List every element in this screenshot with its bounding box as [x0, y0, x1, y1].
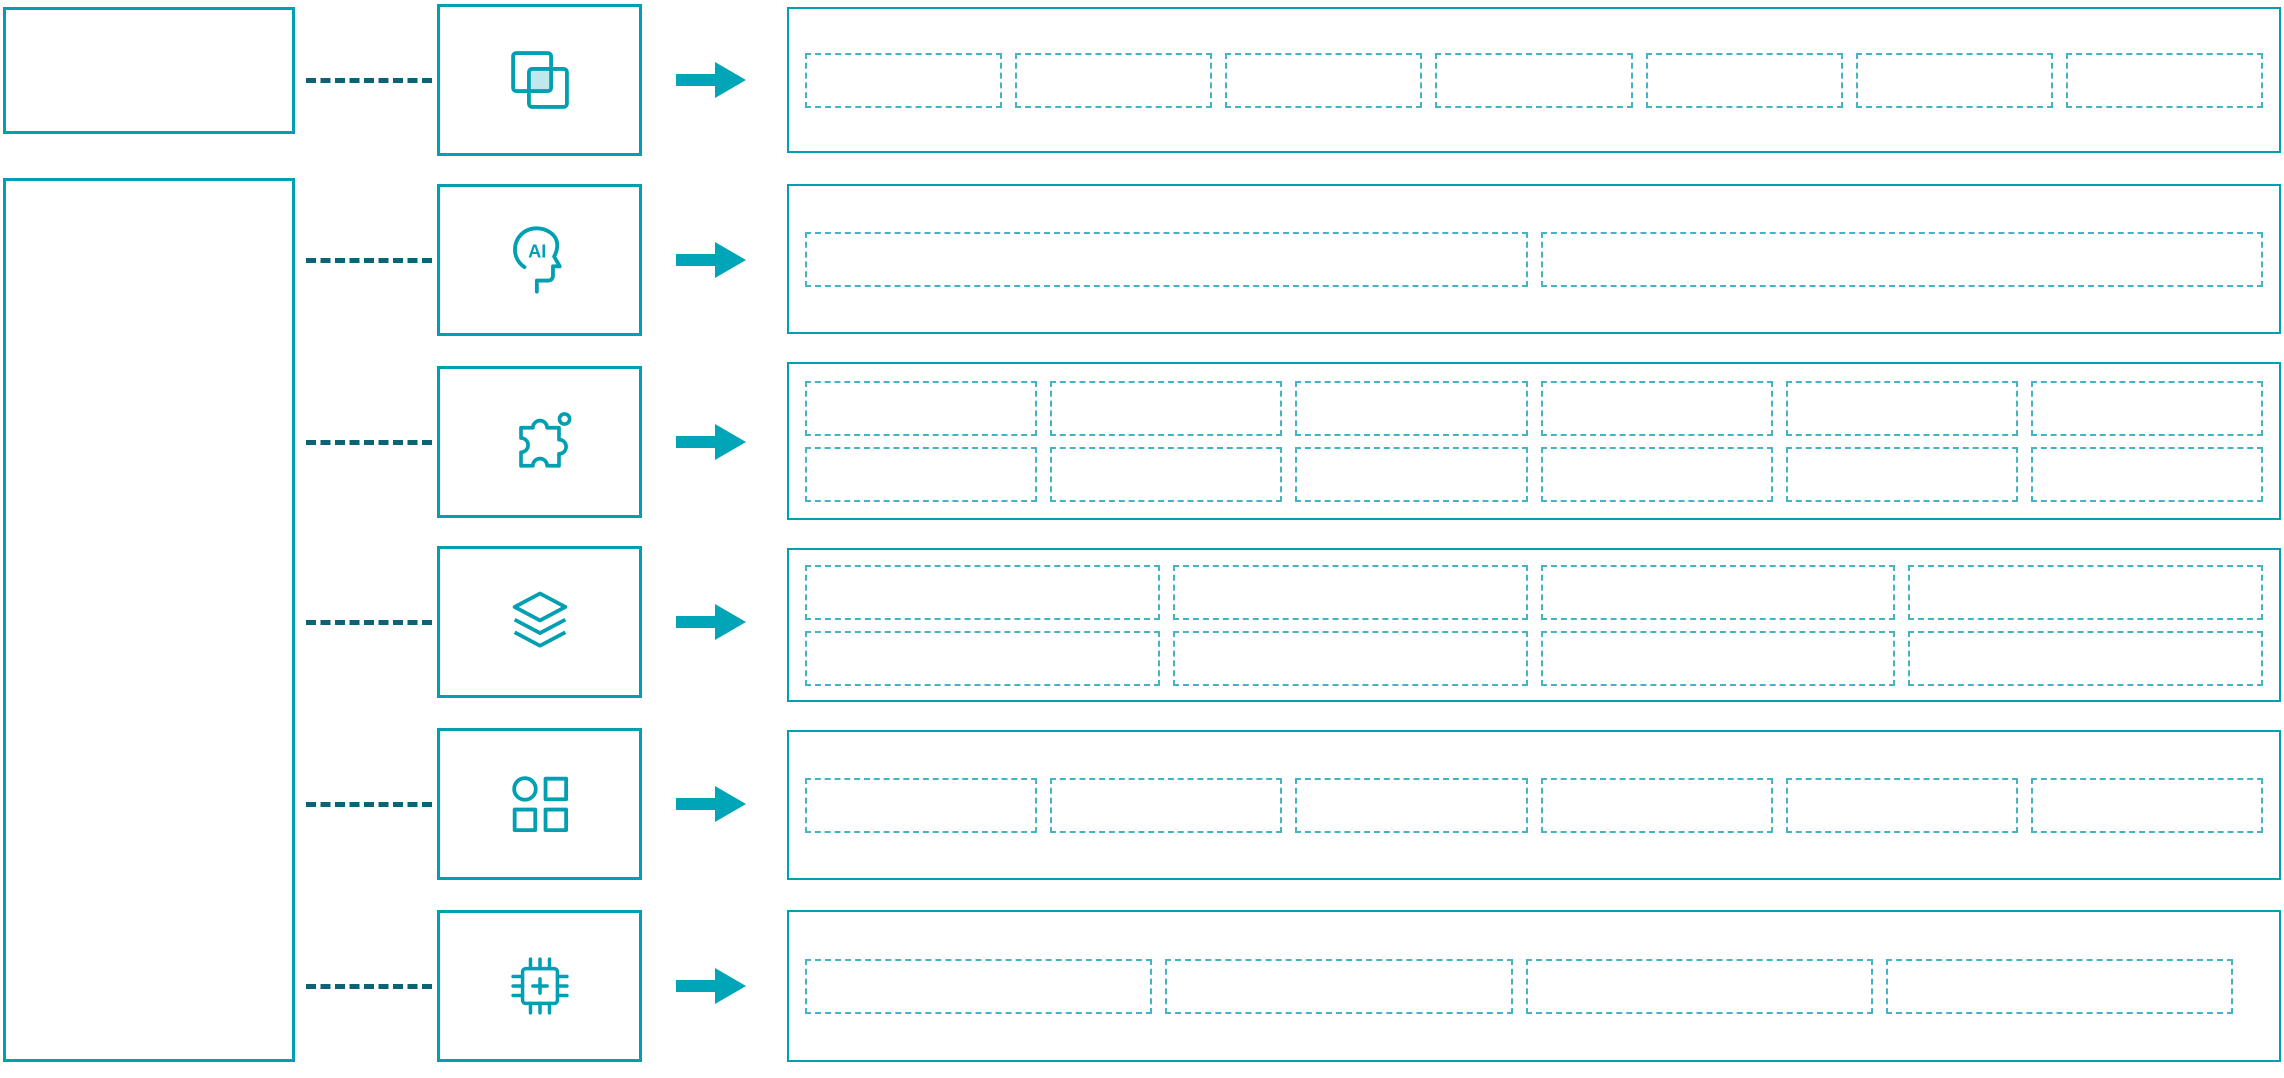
- dashed-cell: [1540, 777, 1773, 833]
- cell-grid: [789, 958, 2279, 1014]
- dashed-cell: [2030, 446, 2264, 502]
- cell-grid: [789, 380, 2279, 502]
- icon-box-row-3: [437, 366, 642, 518]
- dashed-cell: [1540, 231, 2263, 287]
- dashed-connector: [306, 440, 432, 445]
- left-top-panel: [3, 7, 295, 134]
- dashed-cell: [1855, 52, 2053, 108]
- right-arrow-icon: [676, 424, 746, 460]
- dashed-cell: [1225, 52, 1423, 108]
- cell-row: [805, 777, 2264, 833]
- dashed-cell: [1785, 777, 2018, 833]
- icon-box-row-2: AI: [437, 184, 642, 336]
- content-container-row-1: [787, 7, 2281, 153]
- dashed-cell: [1050, 446, 1283, 502]
- dashed-cell: [1785, 446, 2018, 502]
- cell-grid: [789, 564, 2279, 686]
- overlap-shapes-icon: [510, 51, 569, 109]
- content-container-row-5: [787, 730, 2281, 880]
- ai-head-icon: AI: [512, 226, 562, 294]
- icon-box-row-5: [437, 728, 642, 880]
- dashed-cell: [1540, 380, 1773, 436]
- dashed-cell: [1525, 958, 1873, 1014]
- cell-grid: [789, 52, 2279, 108]
- dashed-cell: [1435, 52, 1633, 108]
- cell-row: [805, 380, 2264, 436]
- cell-row: [805, 630, 2263, 686]
- dashed-cell: [1885, 958, 2233, 1014]
- content-container-row-3: [787, 362, 2281, 520]
- right-arrow-icon: [676, 968, 746, 1004]
- icon-box-row-6: [437, 910, 642, 1062]
- left-tall-panel: [3, 178, 295, 1062]
- dashed-cell: [2065, 52, 2263, 108]
- dashed-cell: [2030, 380, 2264, 436]
- cell-row: [805, 446, 2264, 502]
- dashed-cell: [805, 52, 1003, 108]
- dashed-connector: [306, 78, 432, 83]
- dashed-cell: [1908, 630, 2263, 686]
- dashed-cell: [1540, 630, 1896, 686]
- dashed-cell: [1172, 630, 1528, 686]
- dashed-connector: [306, 620, 432, 625]
- puzzle-pieces-icon: [518, 412, 571, 468]
- cell-row: [805, 958, 2233, 1014]
- cell-grid: [789, 231, 2279, 287]
- dashed-connector: [306, 258, 432, 263]
- dashed-cell: [1295, 446, 1528, 502]
- icon-box-row-4: [437, 546, 642, 698]
- dashed-cell: [2030, 777, 2264, 833]
- dashed-cell: [805, 958, 1153, 1014]
- dashed-cell: [805, 380, 1038, 436]
- dashed-cell: [1165, 958, 1513, 1014]
- cell-grid: [789, 777, 2279, 833]
- dashed-cell: [1540, 564, 1896, 620]
- dashed-cell: [805, 446, 1038, 502]
- dashed-connector: [306, 802, 432, 807]
- cpu-plus-icon: [510, 957, 569, 1015]
- svg-text:AI: AI: [528, 242, 546, 262]
- content-container-row-4: [787, 548, 2281, 702]
- icon-box-row-1: [437, 4, 642, 156]
- dashed-cell: [1645, 52, 1843, 108]
- right-arrow-icon: [676, 242, 746, 278]
- dashed-cell: [1540, 446, 1773, 502]
- dashed-connector: [306, 984, 432, 989]
- dashed-cell: [1295, 777, 1528, 833]
- dashed-cell: [1785, 380, 2018, 436]
- dashed-cell: [1015, 52, 1213, 108]
- dashed-cell: [1050, 777, 1283, 833]
- app-grid-icon: [511, 776, 568, 833]
- dashed-cell: [805, 630, 1160, 686]
- cell-row: [805, 564, 2263, 620]
- dashed-cell: [1908, 564, 2263, 620]
- cell-row: [805, 231, 2263, 287]
- dashed-cell: [1050, 380, 1283, 436]
- right-arrow-icon: [676, 786, 746, 822]
- dashed-cell: [1172, 564, 1528, 620]
- right-arrow-icon: [676, 604, 746, 640]
- dashed-cell: [805, 564, 1160, 620]
- content-container-row-2: [787, 184, 2281, 334]
- dashed-cell: [1295, 380, 1528, 436]
- cell-row: [805, 52, 2263, 108]
- dashed-cell: [805, 777, 1038, 833]
- right-arrow-icon: [676, 62, 746, 98]
- content-container-row-6: [787, 910, 2281, 1062]
- dashed-cell: [805, 231, 1528, 287]
- layers-icon: [512, 591, 567, 648]
